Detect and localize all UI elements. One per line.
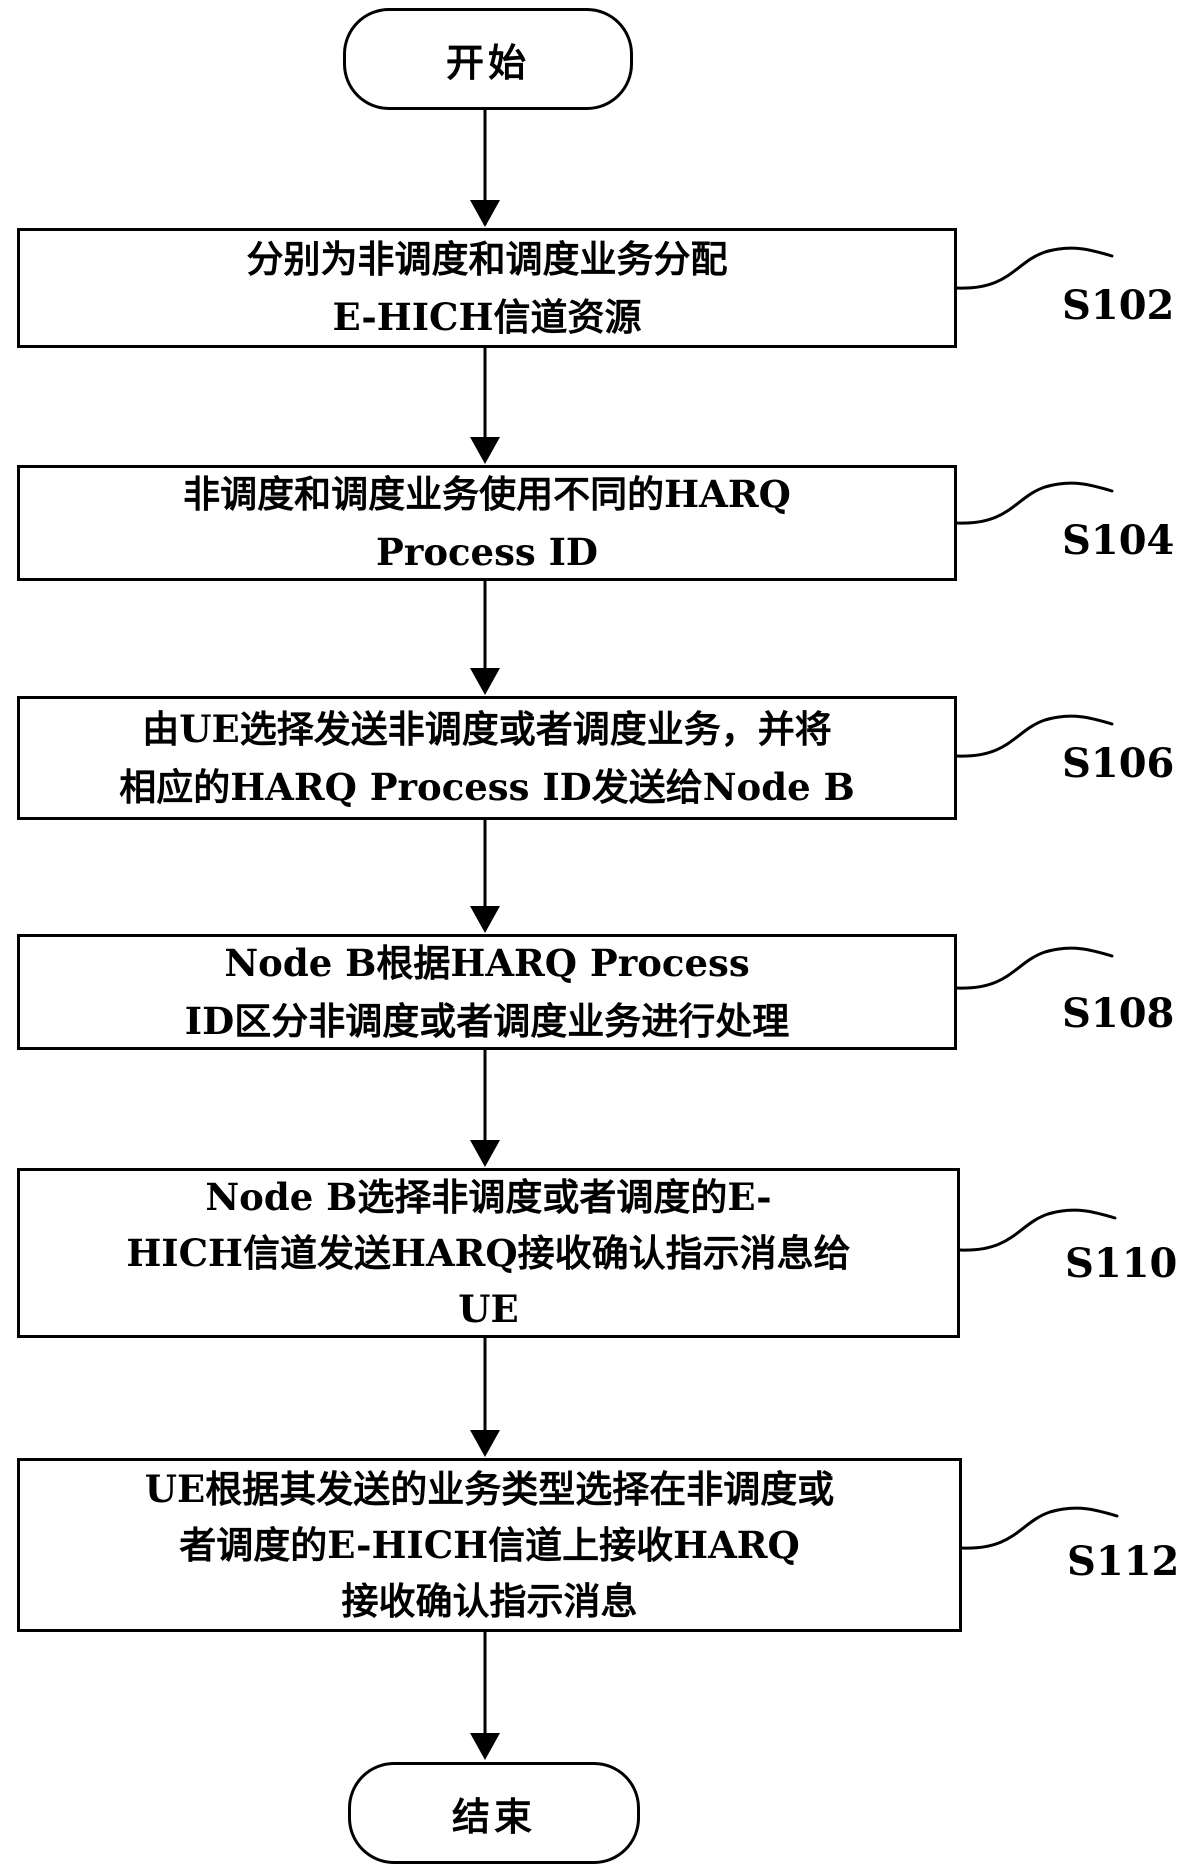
step-box-s102: 分别为非调度和调度业务分配 E-HICH信道资源 (17, 228, 957, 348)
step-s108-line-1: Node B根据HARQ Process (224, 934, 749, 992)
step-label-s102: S102 (1062, 282, 1174, 329)
step-box-s110: Node B选择非调度或者调度的E- HICH信道发送HARQ接收确认指示消息给… (17, 1168, 960, 1338)
step-s102-line-2: E-HICH信道资源 (333, 288, 642, 346)
step-box-s106: 由UE选择发送非调度或者调度业务，并将 相应的HARQ Process ID发送… (17, 696, 957, 820)
step-label-s106: S106 (1062, 740, 1174, 787)
arrowhead-s112 (470, 1430, 500, 1457)
start-label: 开始 (446, 32, 530, 87)
arrowhead-s108 (470, 906, 500, 933)
arrowhead-s104 (470, 437, 500, 464)
end-terminal: 结束 (348, 1762, 640, 1864)
arrowhead-s102 (470, 200, 500, 227)
step-s106-line-1: 由UE选择发送非调度或者调度业务，并将 (142, 700, 831, 758)
step-label-s108: S108 (1062, 990, 1174, 1037)
step-s112-line-3: 接收确认指示消息 (342, 1573, 638, 1629)
step-s106-line-2: 相应的HARQ Process ID发送给Node B (119, 758, 855, 816)
step-box-s112: UE根据其发送的业务类型选择在非调度或 者调度的E-HICH信道上接收HARQ … (17, 1458, 962, 1632)
arrowhead-s110 (470, 1140, 500, 1167)
arrowhead-end (470, 1733, 500, 1760)
step-label-s110: S110 (1065, 1240, 1177, 1287)
step-box-s104: 非调度和调度业务使用不同的HARQ Process ID (17, 465, 957, 581)
step-label-s104: S104 (1062, 517, 1174, 564)
end-label: 结束 (452, 1786, 536, 1841)
arrowhead-s106 (470, 668, 500, 695)
step-s110-line-3: UE (458, 1281, 518, 1337)
step-s110-line-1: Node B选择非调度或者调度的E- (205, 1169, 771, 1225)
leader-s108 (957, 948, 1112, 988)
step-s108-line-2: ID区分非调度或者调度业务进行处理 (185, 992, 789, 1050)
step-box-s108: Node B根据HARQ Process ID区分非调度或者调度业务进行处理 (17, 934, 957, 1050)
start-terminal: 开始 (343, 8, 633, 110)
step-s104-line-1: 非调度和调度业务使用不同的HARQ (183, 465, 791, 523)
step-s110-line-2: HICH信道发送HARQ接收确认指示消息给 (126, 1225, 850, 1281)
step-label-s112: S112 (1067, 1538, 1179, 1585)
step-s102-line-1: 分别为非调度和调度业务分配 (247, 230, 728, 288)
step-s112-line-1: UE根据其发送的业务类型选择在非调度或 (145, 1461, 834, 1517)
step-s104-line-2: Process ID (376, 523, 598, 581)
step-s112-line-2: 者调度的E-HICH信道上接收HARQ (179, 1517, 800, 1573)
